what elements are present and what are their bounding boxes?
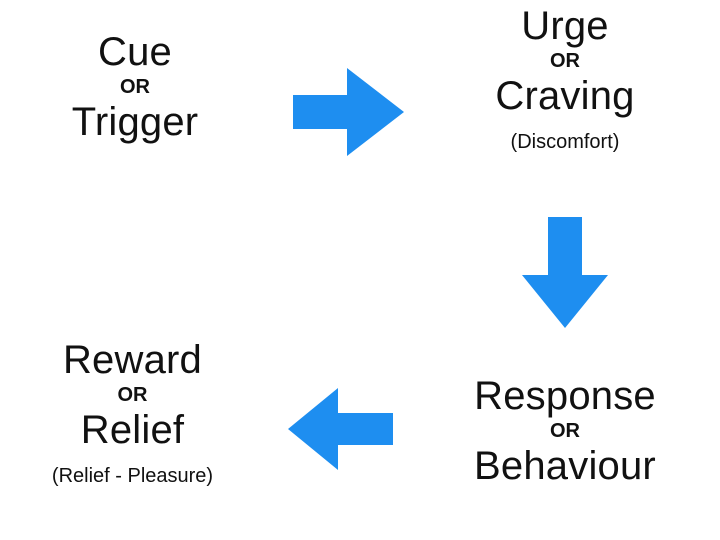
node-reward-note: (Relief - Pleasure) xyxy=(51,465,214,487)
node-urge-note: (Discomfort) xyxy=(510,131,620,153)
node-cue-connector: OR xyxy=(120,76,150,98)
arrow-right-icon xyxy=(293,68,404,156)
node-reward-subtitle: Relief xyxy=(80,408,185,452)
node-urge-title: Urge xyxy=(521,4,609,48)
node-cue-title: Cue xyxy=(98,30,172,74)
node-response-behaviour: Response OR Behaviour xyxy=(455,374,675,488)
arrow-left-shape xyxy=(288,388,393,470)
arrow-left-icon xyxy=(288,388,393,470)
node-cue-trigger: Cue OR Trigger xyxy=(55,30,215,144)
node-reward-title: Reward xyxy=(62,338,203,382)
node-urge-subtitle: Craving xyxy=(495,74,635,118)
node-response-title: Response xyxy=(474,374,656,418)
node-urge-craving: Urge OR Craving (Discomfort) xyxy=(465,4,665,154)
arrow-right-shape xyxy=(293,68,404,156)
arrow-down-icon xyxy=(522,217,608,328)
node-reward-connector: OR xyxy=(117,384,148,406)
node-response-connector: OR xyxy=(550,420,580,442)
node-cue-subtitle: Trigger xyxy=(71,100,199,144)
node-response-subtitle: Behaviour xyxy=(474,444,656,488)
node-reward-relief: Reward OR Relief (Relief - Pleasure) xyxy=(15,338,250,488)
arrow-down-shape xyxy=(522,217,608,328)
node-urge-connector: OR xyxy=(550,50,580,72)
